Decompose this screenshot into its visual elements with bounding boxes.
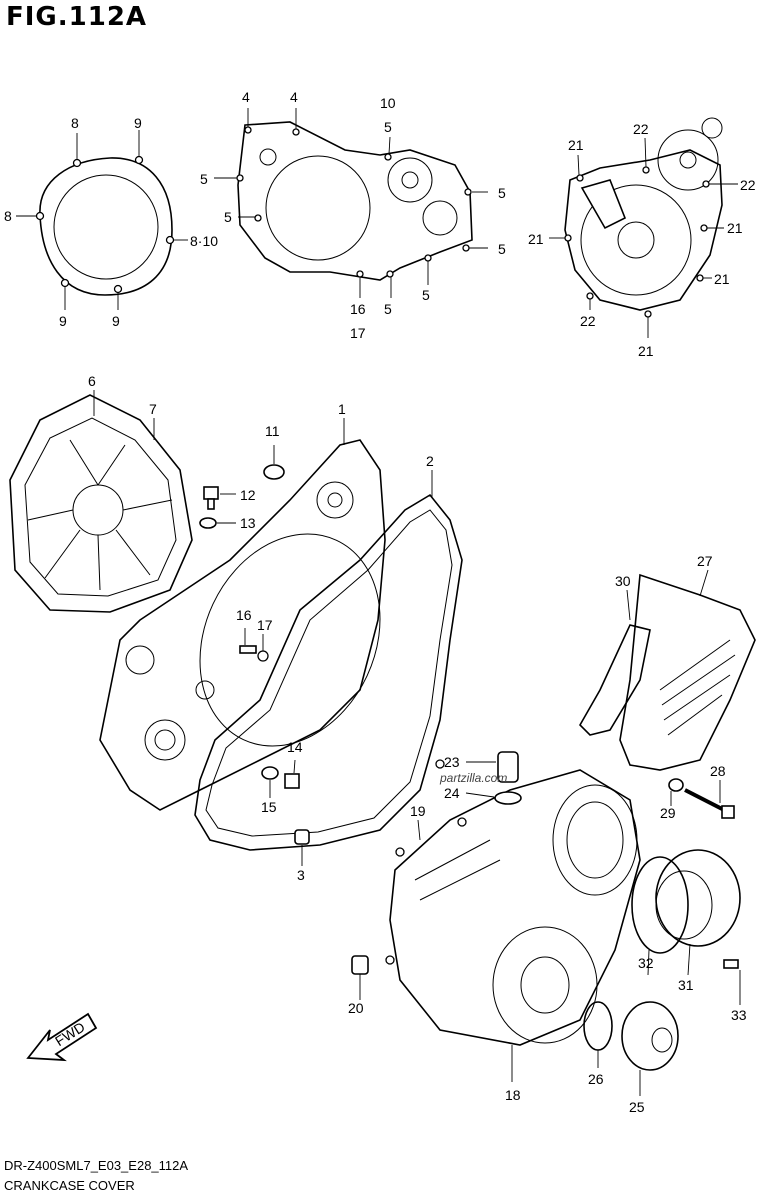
callout-20: 20	[348, 1000, 364, 1016]
bolt-washer-drawing	[668, 778, 735, 819]
callout-31: 31	[678, 977, 694, 993]
section-name: CRANKCASE COVER	[4, 1178, 135, 1193]
callout-9: 9	[134, 115, 142, 131]
callout-27: 27	[697, 553, 713, 569]
callout-4: 4	[242, 89, 250, 105]
callout-25: 25	[629, 1099, 645, 1115]
callout-4: 4	[290, 89, 298, 105]
model-code: DR-Z400SML7_E03_E28_112A	[4, 1158, 189, 1173]
callout-22: 22	[740, 177, 756, 193]
callout-1: 1	[338, 401, 346, 417]
callout-22: 22	[580, 313, 596, 329]
callout-28: 28	[710, 763, 726, 779]
clutch-cover-gasket-drawing-2	[194, 470, 463, 851]
callout-21: 21	[568, 137, 584, 153]
callout-23: 23	[444, 754, 460, 770]
callout-13: 13	[240, 515, 256, 531]
generator-cover-top-drawing	[549, 117, 738, 338]
callout-32: 32	[638, 955, 654, 971]
forward-arrow-icon: FWD	[26, 1012, 98, 1062]
callout-33: 33	[731, 1007, 747, 1023]
callout-21: 21	[727, 220, 743, 236]
callout-29: 29	[660, 805, 676, 821]
callout-14: 14	[287, 739, 303, 755]
oil-plug-drawing	[435, 751, 522, 805]
callout-5: 5	[224, 209, 232, 225]
watermark: partzilla.com	[439, 771, 507, 785]
callout-12: 12	[240, 487, 256, 503]
callout-2: 2	[426, 453, 434, 469]
callout-17: 17	[257, 617, 273, 633]
callout-9: 9	[112, 313, 120, 329]
callout-19: 19	[410, 803, 426, 819]
figure-title: FIG.112A	[6, 2, 148, 32]
callout-10: 10	[380, 95, 396, 111]
callout-8-10: 8·10	[190, 233, 218, 249]
outer-clutch-cover-drawing	[9, 390, 193, 613]
callout-5: 5	[384, 301, 392, 317]
callout-5: 5	[498, 185, 506, 201]
callout-5: 5	[200, 171, 208, 187]
callout-15: 15	[261, 799, 277, 815]
callout-16: 16	[350, 301, 366, 317]
crankcase-cover-gasket-top-drawing	[214, 108, 488, 298]
callout-6: 6	[88, 373, 96, 389]
callout-30: 30	[615, 573, 631, 589]
callout-8: 8	[4, 208, 12, 224]
callout-26: 26	[588, 1071, 604, 1087]
generator-cover-drawing	[385, 769, 641, 1082]
callout-21: 21	[528, 231, 544, 247]
callout-16: 16	[236, 607, 252, 623]
callout-8: 8	[71, 115, 79, 131]
callout-21: 21	[638, 343, 654, 359]
callout-24: 24	[444, 785, 460, 801]
callout-21: 21	[714, 271, 730, 287]
callout-17: 17	[350, 325, 366, 341]
callout-22: 22	[633, 121, 649, 137]
callout-3: 3	[297, 867, 305, 883]
timing-cap-drawing	[351, 849, 741, 1096]
callout-5: 5	[384, 119, 392, 135]
callout-9: 9	[59, 313, 67, 329]
callout-11: 11	[265, 423, 280, 439]
callout-5: 5	[498, 241, 506, 257]
sprocket-cover-drawing	[579, 569, 756, 771]
small-fasteners-drawing	[199, 445, 310, 866]
clutch-cover-gasket-drawing	[16, 130, 188, 310]
callout-7: 7	[149, 401, 157, 417]
callout-18: 18	[505, 1087, 521, 1103]
callout-labels: 8 9 8 8·10 9 9 4 4 10 5 5 5 5 5 5 5 16 1…	[4, 89, 756, 1115]
callout-5: 5	[422, 287, 430, 303]
clutch-cover-drawing	[99, 418, 386, 811]
